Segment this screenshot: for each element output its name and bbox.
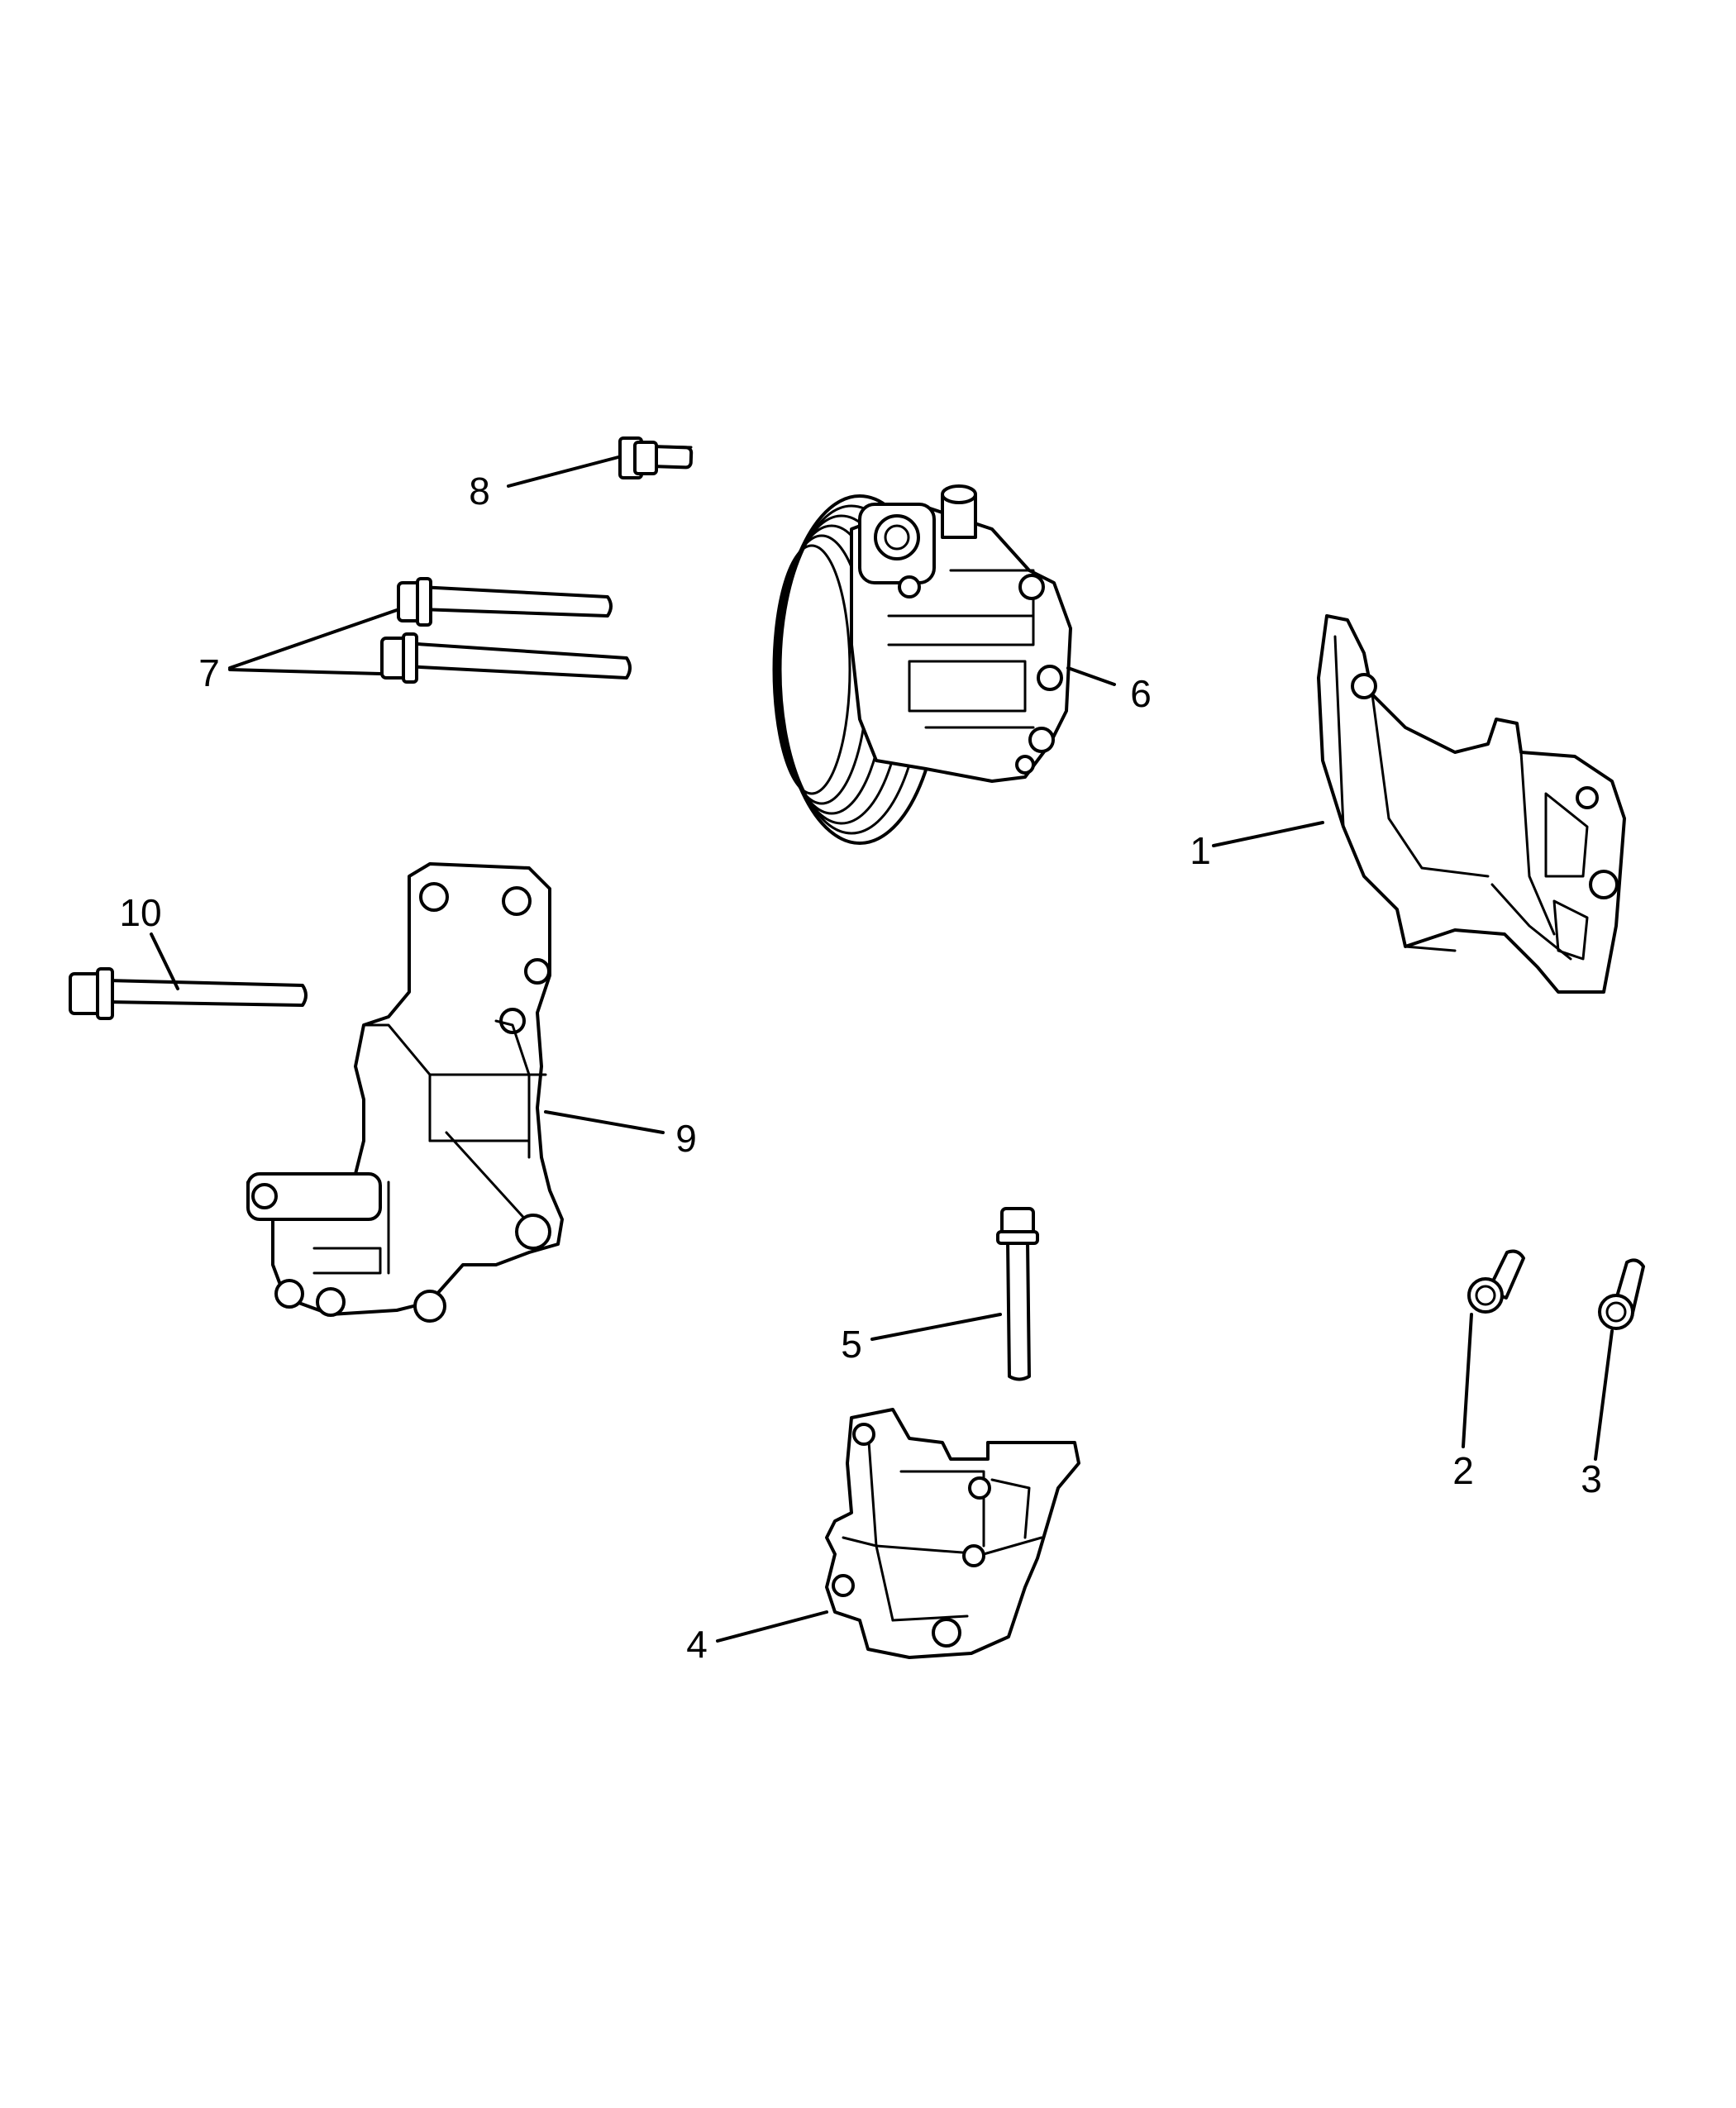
leader-8 [507, 455, 620, 488]
leader-7b [228, 668, 382, 675]
leader-4 [716, 1610, 828, 1643]
leader-7a [228, 608, 398, 670]
leader-1 [1212, 821, 1324, 847]
part-10-long-bolt [69, 967, 308, 1020]
part-8-flange-bolt [618, 436, 694, 479]
callout-1: 1 [1190, 829, 1211, 872]
callout-5: 5 [841, 1323, 862, 1366]
leader-5 [870, 1313, 1002, 1341]
leader-9 [544, 1110, 665, 1134]
callout-8: 8 [469, 470, 490, 513]
leader-6 [1066, 666, 1116, 686]
part-4-lower-bracket [825, 1408, 1080, 1659]
callout-10: 10 [119, 891, 161, 934]
callout-6: 6 [1130, 672, 1152, 715]
callout-9: 9 [675, 1117, 697, 1160]
part-6-power-steering-pump [772, 484, 1072, 845]
leader-10 [150, 932, 179, 990]
leader-lines [150, 455, 1614, 1643]
part-9-mounting-bracket [246, 862, 564, 1323]
callout-3: 3 [1581, 1457, 1602, 1500]
callout-2: 2 [1452, 1449, 1474, 1492]
callout-4: 4 [686, 1623, 708, 1666]
leader-2 [1462, 1313, 1473, 1448]
part-3-bolt [1598, 1258, 1645, 1330]
callout-7: 7 [198, 651, 220, 694]
part-2-bolt [1467, 1249, 1525, 1314]
part-7-long-bolts [380, 577, 632, 684]
part-1-bracket [1317, 614, 1626, 994]
part-5-vertical-bolt [996, 1207, 1039, 1381]
leader-3 [1594, 1329, 1614, 1461]
callout-labels: 8 7 6 1 10 9 5 4 2 3 [119, 470, 1601, 1666]
